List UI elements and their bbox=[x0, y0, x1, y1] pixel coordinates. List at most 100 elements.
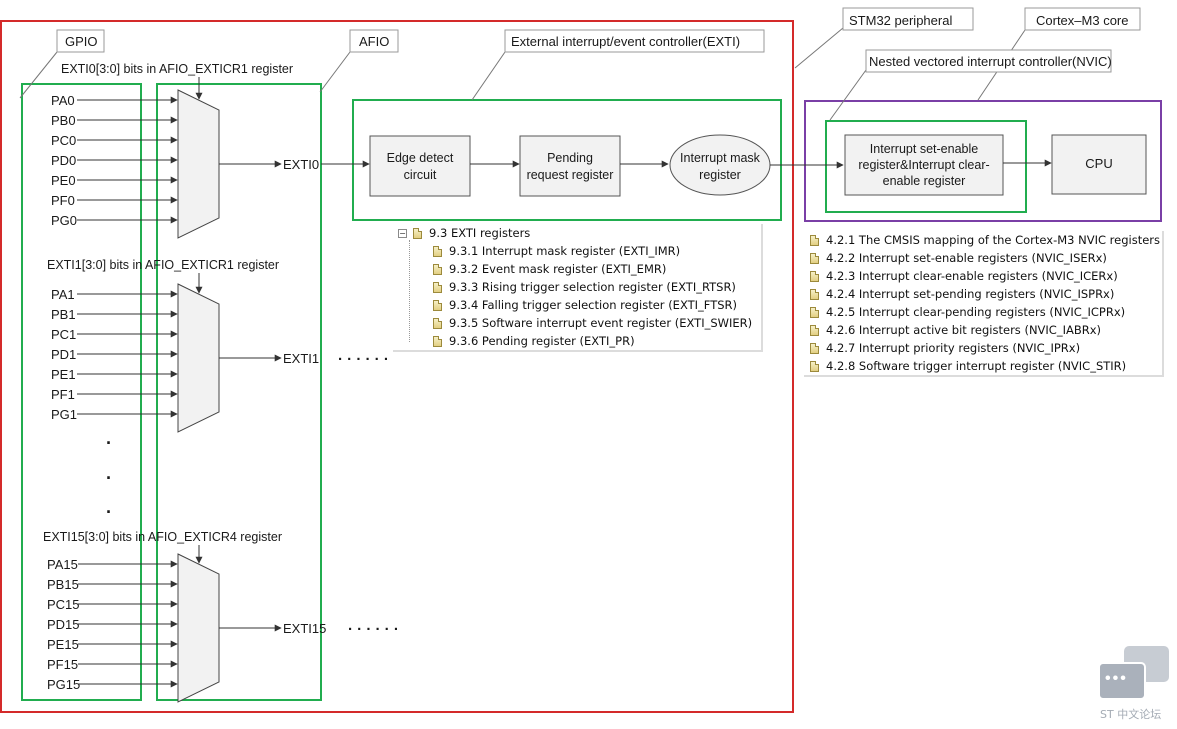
page-icon bbox=[433, 245, 442, 257]
tree-item-label: 4.2.5 Interrupt clear-pending registers … bbox=[826, 305, 1126, 319]
page-icon bbox=[810, 324, 819, 336]
tree-item[interactable]: 4.2.3 Interrupt clear-enable registers (… bbox=[804, 267, 1162, 285]
continuation-ellipsis: · · · · · · bbox=[348, 621, 399, 638]
nvic-section-frame bbox=[825, 120, 1027, 213]
input-label-pc0: PC0 bbox=[51, 133, 76, 148]
mux-caption: EXTI0[3:0] bits in AFIO_EXTICR1 register bbox=[61, 62, 293, 76]
page-icon bbox=[433, 317, 442, 329]
tree-item-label: 4.2.8 Software trigger interrupt registe… bbox=[826, 359, 1127, 373]
tree-item[interactable]: 4.2.6 Interrupt active bit registers (NV… bbox=[804, 321, 1162, 339]
tree-item[interactable]: 4.2.5 Interrupt clear-pending registers … bbox=[804, 303, 1162, 321]
edge-detect-line-1: Edge detect bbox=[387, 151, 454, 165]
page-icon bbox=[433, 335, 442, 347]
stm32-peripheral-label: STM32 peripheral bbox=[849, 13, 952, 28]
chat-bubbles-icon bbox=[1098, 662, 1146, 700]
tree-item[interactable]: 4.2.4 Interrupt set-pending registers (N… bbox=[804, 285, 1162, 303]
mux-group-exti1: EXTI1[3:0] bits in AFIO_EXTICR1 register… bbox=[47, 258, 389, 433]
input-label-pg15: PG15 bbox=[47, 677, 80, 692]
watermark-label: ST 中文论坛 bbox=[1100, 708, 1162, 721]
output-label-exti1: EXTI1 bbox=[283, 351, 319, 366]
tree-item[interactable]: 9.3.6 Pending register (EXTI_PR) bbox=[393, 332, 761, 350]
cpu-label: CPU bbox=[1085, 156, 1112, 171]
nvic-label: Nested vectored interrupt controller(NVI… bbox=[869, 54, 1112, 69]
cpu-block bbox=[1051, 134, 1147, 195]
tree-item-label: 9.3.5 Software interrupt event register … bbox=[449, 316, 753, 330]
input-label-pc15: PC15 bbox=[47, 597, 80, 612]
tree-item[interactable]: 9.3.5 Software interrupt event register … bbox=[393, 314, 761, 332]
collapse-icon[interactable]: − bbox=[398, 228, 407, 238]
input-label-pa0: PA0 bbox=[51, 93, 75, 108]
page-icon bbox=[433, 263, 442, 275]
exti-controller-label: External interrupt/event controller(EXTI… bbox=[511, 34, 740, 49]
stm32-peripheral-frame bbox=[0, 20, 794, 713]
set-enable-line-2: register&Interrupt clear- bbox=[858, 158, 989, 172]
pending-line-1: Pending bbox=[547, 151, 593, 165]
output-label-exti0: EXTI0 bbox=[283, 157, 319, 172]
input-label-pd15: PD15 bbox=[47, 617, 80, 632]
tree-item[interactable]: 9.3.3 Rising trigger selection register … bbox=[393, 278, 761, 296]
page-icon bbox=[810, 360, 819, 372]
input-label-pd1: PD1 bbox=[51, 347, 76, 362]
mux-group-exti0: EXTI0[3:0] bits in AFIO_EXTICR1 register… bbox=[51, 62, 319, 239]
page-icon bbox=[810, 306, 819, 318]
vertical-ellipsis-2: · bbox=[106, 468, 112, 488]
mux-shape bbox=[177, 553, 220, 703]
input-label-pb1: PB1 bbox=[51, 307, 76, 322]
tree-item[interactable]: 4.2.8 Software trigger interrupt registe… bbox=[804, 357, 1162, 375]
page-icon bbox=[433, 281, 442, 293]
tree-item-label: 9.3.2 Event mask register (EXTI_EMR) bbox=[449, 262, 667, 276]
tree-item[interactable]: 9.3.2 Event mask register (EXTI_EMR) bbox=[393, 260, 761, 278]
input-label-pe15: PE15 bbox=[47, 637, 79, 652]
tree-item-label: 9.3.1 Interrupt mask register (EXTI_IMR) bbox=[449, 244, 681, 258]
pending-request-block bbox=[519, 135, 621, 197]
tree-item[interactable]: 4.2.2 Interrupt set-enable registers (NV… bbox=[804, 249, 1162, 267]
input-label-pf15: PF15 bbox=[47, 657, 78, 672]
tree-item-label: 9.3.4 Falling trigger selection register… bbox=[449, 298, 737, 312]
tree-item-label: 4.2.7 Interrupt priority registers (NVIC… bbox=[826, 341, 1081, 355]
mux-shape bbox=[177, 89, 220, 239]
set-enable-line-1: Interrupt set-enable bbox=[870, 142, 978, 156]
edge-detect-line-2: circuit bbox=[404, 168, 437, 182]
tree-item[interactable]: 9.3.1 Interrupt mask register (EXTI_IMR) bbox=[393, 242, 761, 260]
cortex-core-label: Cortex–M3 core bbox=[1036, 13, 1128, 28]
set-enable-block bbox=[844, 134, 1004, 196]
input-label-pd0: PD0 bbox=[51, 153, 76, 168]
input-label-pc1: PC1 bbox=[51, 327, 76, 342]
interrupt-mask-line-2: register bbox=[699, 168, 741, 182]
vertical-ellipsis-3: · bbox=[106, 502, 112, 522]
tree-item[interactable]: 4.2.7 Interrupt priority registers (NVIC… bbox=[804, 339, 1162, 357]
interrupt-mask-line-1: Interrupt mask bbox=[680, 151, 761, 165]
page-icon bbox=[433, 299, 442, 311]
tree-item-exti-registers[interactable]: − 9.3 EXTI registers bbox=[393, 224, 761, 242]
page-icon bbox=[810, 252, 819, 264]
tree-item-label: 4.2.6 Interrupt active bit registers (NV… bbox=[826, 323, 1102, 337]
page-icon bbox=[810, 234, 819, 246]
afio-section-frame bbox=[156, 83, 322, 701]
gpio-section-frame bbox=[21, 83, 142, 701]
vertical-ellipsis-1: · bbox=[106, 433, 112, 453]
tree-item-label: 4.2.3 Interrupt clear-enable registers (… bbox=[826, 269, 1118, 283]
gpio-label: GPIO bbox=[65, 34, 98, 49]
input-label-pb15: PB15 bbox=[47, 577, 79, 592]
nvic-register-tree: 4.2.1 The CMSIS mapping of the Cortex-M3… bbox=[804, 231, 1164, 377]
mux-shape bbox=[177, 283, 220, 433]
afio-label: AFIO bbox=[359, 34, 389, 49]
tree-item[interactable]: 4.2.1 The CMSIS mapping of the Cortex-M3… bbox=[804, 231, 1162, 249]
page-icon bbox=[810, 288, 819, 300]
exti-register-tree: − 9.3 EXTI registers 9.3.1 Interrupt mas… bbox=[393, 224, 763, 352]
output-label-exti15: EXTI15 bbox=[283, 621, 326, 636]
mux-group-exti15: EXTI15[3:0] bits in AFIO_EXTICR4 registe… bbox=[43, 530, 399, 703]
tree-item-label: 9.3.6 Pending register (EXTI_PR) bbox=[449, 334, 635, 348]
site-watermark: ••• ST 中文论坛 bbox=[1094, 644, 1174, 726]
mux-caption: EXTI15[3:0] bits in AFIO_EXTICR4 registe… bbox=[43, 530, 282, 544]
input-label-pg1: PG1 bbox=[51, 407, 77, 422]
page-icon bbox=[810, 342, 819, 354]
input-label-pa15: PA15 bbox=[47, 557, 78, 572]
edge-detect-block bbox=[369, 135, 471, 197]
exti-section-frame bbox=[352, 99, 782, 221]
interrupt-mask-block bbox=[669, 134, 771, 196]
input-label-pe0: PE0 bbox=[51, 173, 76, 188]
tree-item[interactable]: 9.3.4 Falling trigger selection register… bbox=[393, 296, 761, 314]
input-label-pf0: PF0 bbox=[51, 193, 75, 208]
